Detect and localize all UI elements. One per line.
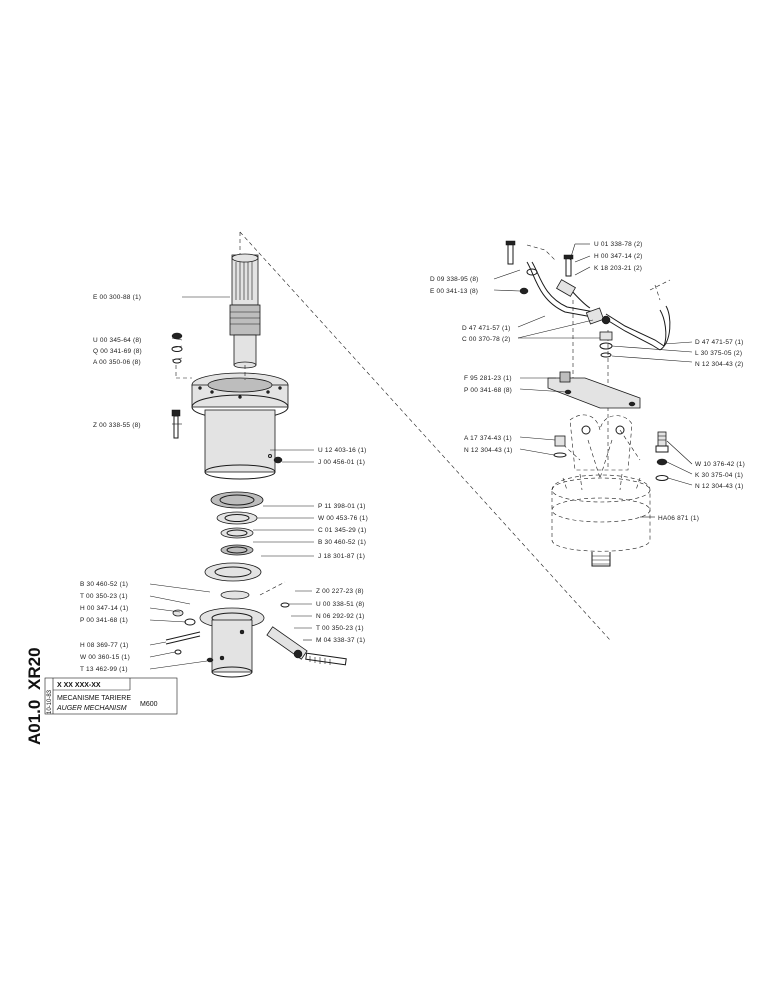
callout-label: HA06 871 (1) bbox=[658, 515, 699, 522]
callout-label: C 00 370-78 (2) bbox=[462, 336, 511, 343]
callout-label: B 30 460-52 (1) bbox=[318, 539, 366, 546]
left-leader-lines bbox=[149, 296, 314, 670]
callout-label: N 12 304-43 (1) bbox=[695, 483, 744, 490]
title-french: MECANISME TARIERE bbox=[57, 695, 131, 702]
callout-label: P 00 341-68 (1) bbox=[80, 617, 128, 624]
callout-label: T 00 350-23 (1) bbox=[80, 593, 128, 600]
callout-label: W 00 453-76 (1) bbox=[318, 515, 368, 522]
callout-label: N 12 304-43 (2) bbox=[695, 361, 744, 368]
callout-label: W 00 360-15 (1) bbox=[80, 654, 130, 661]
callout-label: M 04 338-37 (1) bbox=[316, 637, 365, 644]
callout-label: U 12 403-16 (1) bbox=[318, 447, 367, 454]
callout-label: Z 00 227-23 (8) bbox=[316, 588, 364, 595]
mounting-bracket bbox=[547, 371, 641, 409]
callout-label: E 00 300-88 (1) bbox=[93, 294, 141, 301]
exploded-view-separator bbox=[239, 231, 611, 641]
callout-label: N 06 292-92 (1) bbox=[316, 613, 365, 620]
callout-label: N 12 304-43 (1) bbox=[464, 447, 513, 454]
callout-label: W 10 376-42 (1) bbox=[695, 461, 745, 468]
callout-label: P 11 398-01 (1) bbox=[318, 503, 366, 510]
callout-label: B 30 460-52 (1) bbox=[80, 581, 128, 588]
callout-label: E 00 341-13 (8) bbox=[430, 288, 478, 295]
callout-label: Q 00 341-69 (8) bbox=[93, 348, 142, 355]
hub-pins bbox=[165, 602, 347, 666]
left-callout-labels: E 00 300-88 (1) U 00 345-64 (8) Q 00 341… bbox=[80, 294, 368, 673]
sheet-code-a010: A01.0 bbox=[25, 700, 44, 745]
callout-label: A 00 350-06 (8) bbox=[93, 359, 141, 366]
callout-label: D 47 471-57 (1) bbox=[462, 325, 511, 332]
callout-label: F 95 281-23 (1) bbox=[464, 375, 512, 382]
callout-label: J 00 456-01 (1) bbox=[318, 459, 365, 466]
callout-label: D 47 471-57 (1) bbox=[695, 339, 744, 346]
callout-label: U 00 345-64 (8) bbox=[93, 337, 142, 344]
part-number-box: X XX XXX-XX bbox=[57, 682, 101, 689]
drive-shaft bbox=[229, 253, 261, 369]
title-block: XR20 A01.0 10-10-83 X XX XXX-XX MECANISM… bbox=[25, 647, 178, 745]
plug-fitting bbox=[553, 435, 567, 458]
callout-label: D 09 338-95 (8) bbox=[430, 276, 479, 283]
sheet-date: 10-10-83 bbox=[47, 689, 53, 714]
callout-label: A 17 374-43 (1) bbox=[464, 435, 512, 442]
callout-label: T 00 350-23 (1) bbox=[316, 625, 364, 632]
bearing-stack bbox=[210, 491, 264, 556]
callout-label: T 13 462-99 (1) bbox=[80, 666, 128, 673]
callout-label: K 30 375-04 (1) bbox=[695, 472, 743, 479]
left-assembly-drawing bbox=[165, 253, 347, 678]
right-callout-labels: U 01 338-78 (2) H 00 347-14 (2) K 18 203… bbox=[430, 241, 745, 522]
callout-label: Z 00 338-55 (8) bbox=[93, 422, 141, 429]
callout-label: H 00 347-14 (1) bbox=[80, 605, 129, 612]
title-english: AUGER MECHANISM bbox=[56, 705, 127, 712]
auger-hub bbox=[199, 607, 265, 678]
callout-label: U 01 338-78 (2) bbox=[594, 241, 643, 248]
callout-label: J 18 301-87 (1) bbox=[318, 553, 365, 560]
flanged-housing bbox=[191, 372, 289, 480]
callout-label: C 01 345-29 (1) bbox=[318, 527, 367, 534]
pipe-bolts bbox=[505, 240, 574, 295]
right-leader-lines bbox=[493, 243, 693, 518]
right-assembly-drawing bbox=[505, 240, 671, 567]
hydraulic-pipes bbox=[526, 261, 671, 351]
hydraulic-motor bbox=[551, 473, 651, 567]
swivel-fittings bbox=[585, 307, 613, 358]
grease-nipple bbox=[655, 431, 669, 481]
sheet-code-xr20: XR20 bbox=[25, 647, 44, 690]
housing-bolt bbox=[171, 409, 181, 439]
callout-label: H 00 347-14 (2) bbox=[594, 253, 643, 260]
motor-mount-bracket bbox=[569, 414, 633, 479]
callout-label: L 30 375-05 (2) bbox=[695, 350, 742, 357]
callout-label: H 08 369-77 (1) bbox=[80, 642, 129, 649]
model-number: M600 bbox=[140, 701, 158, 708]
callout-label: K 18 203-21 (2) bbox=[594, 265, 642, 272]
plug-fitting bbox=[268, 454, 283, 464]
callout-label: U 00 338-51 (8) bbox=[316, 601, 365, 608]
callout-label: P 00 341-68 (8) bbox=[464, 387, 512, 394]
lower-flange bbox=[204, 562, 262, 600]
